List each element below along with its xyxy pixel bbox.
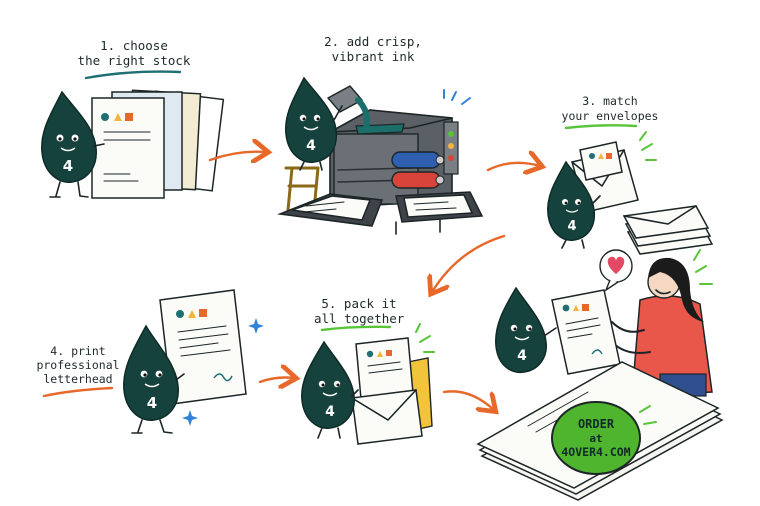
mascot-badge: 4	[306, 138, 316, 154]
cta-line-2: at	[589, 432, 602, 445]
printing-press	[277, 89, 484, 235]
step-2-label: 2. add crisp,vibrant ink	[324, 34, 422, 64]
mascot-badge: 4	[567, 219, 576, 234]
step-5-underline	[320, 325, 392, 332]
flow-arrow-1	[208, 152, 266, 160]
cta-line-1: ORDER	[578, 417, 615, 431]
sparkle-marks-3	[639, 131, 657, 161]
heart-icon	[607, 256, 625, 274]
droplet-mascot-2: 4	[285, 76, 370, 171]
packed-envelope	[351, 337, 433, 445]
happy-customer	[611, 249, 713, 397]
cta-line-3: 4OVER4.COM	[561, 445, 630, 459]
step-1-underline	[84, 70, 182, 80]
shared-letterhead	[551, 289, 621, 375]
droplet-mascot-4: 4	[123, 324, 185, 434]
step-4-underline	[42, 386, 114, 398]
droplet-mascot-3: 4	[547, 160, 601, 249]
step-3-underline	[564, 124, 638, 130]
flow-arrow-3	[432, 234, 506, 292]
mascot-badge: 4	[517, 348, 527, 364]
heart-bubble	[599, 249, 633, 292]
paper-stock-stack	[91, 89, 225, 199]
droplet-mascot-1: 4	[41, 90, 105, 198]
sparkle-marks-5	[415, 323, 435, 353]
flow-arrow-5	[442, 390, 494, 410]
sparkle-icon	[182, 410, 198, 426]
flow-arrow-4	[258, 378, 294, 383]
mascot-badge: 4	[147, 394, 157, 412]
envelope-stack	[622, 205, 714, 255]
mascot-badge: 4	[325, 404, 335, 420]
droplet-mascot-5: 4	[301, 340, 359, 439]
flow-arrow-2	[486, 163, 540, 170]
mascot-badge: 4	[63, 157, 73, 175]
order-cta-badge[interactable]: ORDER at 4OVER4.COM	[551, 401, 657, 475]
sparkle-icon	[248, 318, 264, 334]
droplet-mascot-6: 4	[495, 286, 557, 374]
